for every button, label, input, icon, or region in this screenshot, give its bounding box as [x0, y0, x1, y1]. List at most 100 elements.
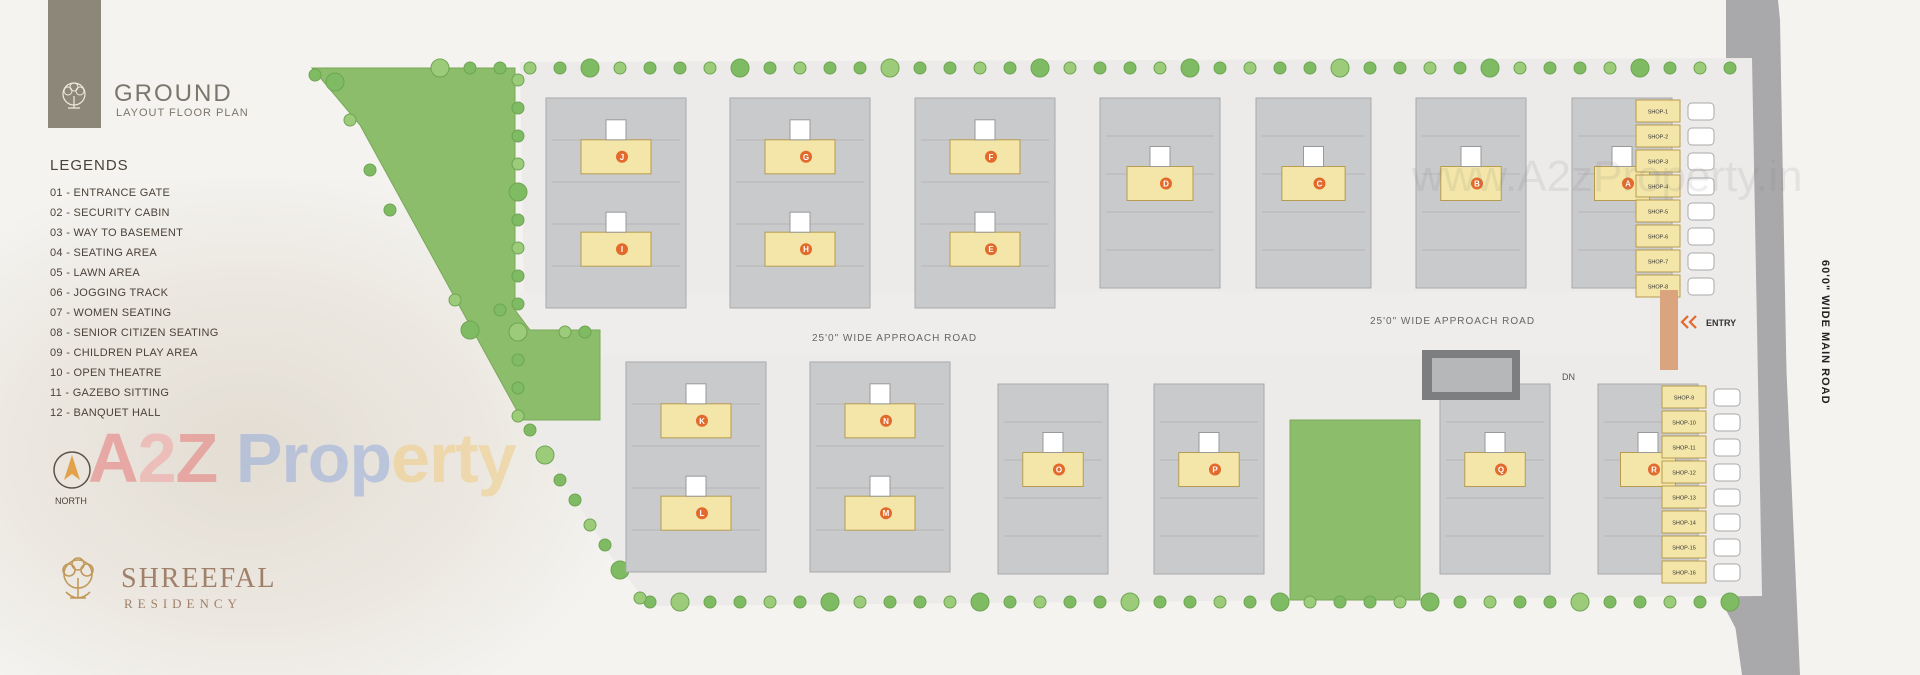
tree-icon — [943, 61, 957, 75]
tree-icon — [511, 241, 525, 255]
car-icon — [1713, 488, 1741, 507]
shop-label: SHOP-15 — [1672, 546, 1696, 552]
tree-icon — [1543, 61, 1557, 75]
ramp-steps — [1432, 358, 1512, 392]
legend-heading: LEGENDS — [50, 157, 129, 174]
tower-label: M — [883, 509, 890, 518]
tree-icon — [913, 595, 927, 609]
brand-name: SHREEFAL — [121, 563, 277, 594]
tree-icon — [793, 61, 807, 75]
tower-badge — [1471, 177, 1483, 190]
shop-label: SHOP-5 — [1648, 210, 1668, 216]
tower-label: B — [1474, 180, 1480, 189]
tree-icon — [1543, 595, 1557, 609]
shop-unit — [1661, 435, 1707, 459]
tower-badge — [616, 150, 628, 163]
watermark-part: 2 — [137, 419, 177, 497]
legend-item: 04 - SEATING AREA — [50, 247, 157, 259]
tree-icon — [633, 591, 647, 605]
tree-icon — [670, 592, 690, 612]
tower-label: I — [621, 245, 623, 254]
staircase — [605, 211, 627, 233]
tree-icon — [1693, 595, 1707, 609]
entry-label: ENTRY — [1706, 318, 1736, 328]
shop-label: SHOP-4 — [1648, 185, 1668, 191]
tree-icon — [1393, 595, 1407, 609]
legend-item: 10 - OPEN THEATRE — [50, 367, 162, 379]
shop-label: SHOP-10 — [1672, 421, 1696, 427]
tree-icon — [1243, 595, 1257, 609]
tree-icon — [1420, 592, 1440, 612]
tower-badge — [800, 243, 812, 256]
tree-icon — [1213, 595, 1227, 609]
tree-icon — [343, 113, 357, 127]
tree-icon — [1453, 61, 1467, 75]
shop-unit — [1661, 460, 1707, 484]
tower-badge — [1053, 463, 1065, 476]
tree-icon — [1573, 61, 1587, 75]
shop-label: SHOP-1 — [1648, 110, 1668, 116]
tree-icon — [1603, 595, 1617, 609]
tower-label: F — [989, 153, 994, 162]
tower-label: K — [699, 417, 705, 426]
tree-icon — [1483, 595, 1497, 609]
staircase — [1611, 146, 1633, 167]
legend-item: 11 - GAZEBO SITTING — [50, 387, 170, 399]
tree-icon — [730, 58, 750, 78]
tree-icon — [430, 58, 450, 78]
tree-icon — [493, 61, 507, 75]
shop-unit — [1635, 249, 1681, 273]
dn-label: DN — [1562, 372, 1575, 382]
tower-label: H — [803, 245, 809, 254]
tree-icon — [598, 538, 612, 552]
tree-icon — [511, 129, 525, 143]
tree-icon — [1663, 61, 1677, 75]
tower-label: P — [1212, 466, 1218, 475]
tower-badge — [985, 243, 997, 256]
tower-label: Q — [1498, 466, 1504, 475]
north-compass-icon — [53, 451, 91, 489]
tree-icon — [553, 61, 567, 75]
tree-icon — [853, 595, 867, 609]
tree-icon — [535, 445, 555, 465]
car-icon — [1713, 513, 1741, 532]
tree-icon — [1363, 61, 1377, 75]
approach-road-label-left: 25'0" WIDE APPROACH ROAD — [812, 333, 977, 344]
tree-icon — [1513, 61, 1527, 75]
car-icon — [1687, 202, 1715, 221]
tree-icon — [1363, 595, 1377, 609]
tree-icon — [1030, 58, 1050, 78]
tree-icon — [1093, 61, 1107, 75]
approach-road — [520, 292, 1650, 356]
tree-icon — [1213, 61, 1227, 75]
tower-label: A — [1625, 180, 1631, 189]
tower-badge — [985, 150, 997, 163]
tower-label: R — [1651, 466, 1657, 475]
legend-item: 07 - WOMEN SEATING — [50, 307, 172, 319]
staircase — [1484, 432, 1506, 453]
tree-icon — [511, 353, 525, 367]
tree-icon — [733, 595, 747, 609]
car-icon — [1687, 177, 1715, 196]
shop-unit — [1635, 199, 1681, 223]
tree-icon — [511, 213, 525, 227]
car-icon — [1687, 252, 1715, 271]
tower-label: J — [620, 153, 624, 162]
tree-icon — [493, 303, 507, 317]
tree-icon — [1513, 595, 1527, 609]
tree-icon — [673, 61, 687, 75]
tree-icon — [1033, 595, 1047, 609]
shop-unit — [1661, 535, 1707, 559]
staircase — [685, 475, 707, 497]
tree-icon — [580, 58, 600, 78]
tree-icon — [613, 61, 627, 75]
tower-label: D — [1163, 180, 1169, 189]
tree-icon — [763, 595, 777, 609]
tree-icon — [880, 58, 900, 78]
central-lawn — [1289, 419, 1421, 601]
tree-icon — [511, 381, 525, 395]
tree-icon — [511, 409, 525, 423]
shop-unit — [1635, 149, 1681, 173]
tree-icon — [460, 320, 480, 340]
tree-icon — [1270, 592, 1290, 612]
